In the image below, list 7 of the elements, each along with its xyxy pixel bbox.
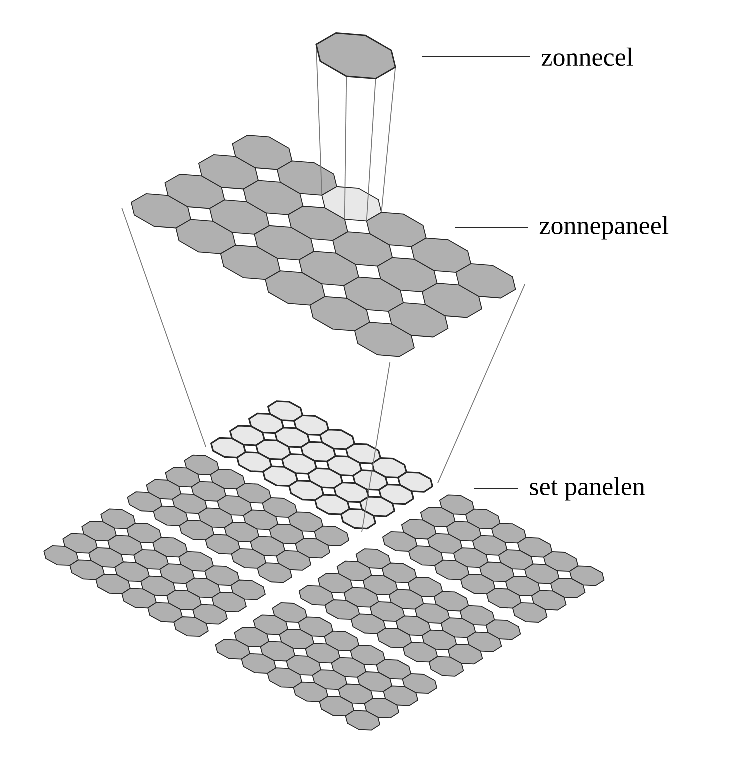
label-text: zonnecel xyxy=(542,48,634,66)
solar-panel-drawing xyxy=(131,135,516,358)
solar-cell-drawing xyxy=(316,32,396,222)
leader-line xyxy=(474,488,518,490)
leader-line xyxy=(422,56,530,58)
label-text: zonnepaneel xyxy=(540,216,669,240)
label-text: set panelen xyxy=(530,477,646,501)
